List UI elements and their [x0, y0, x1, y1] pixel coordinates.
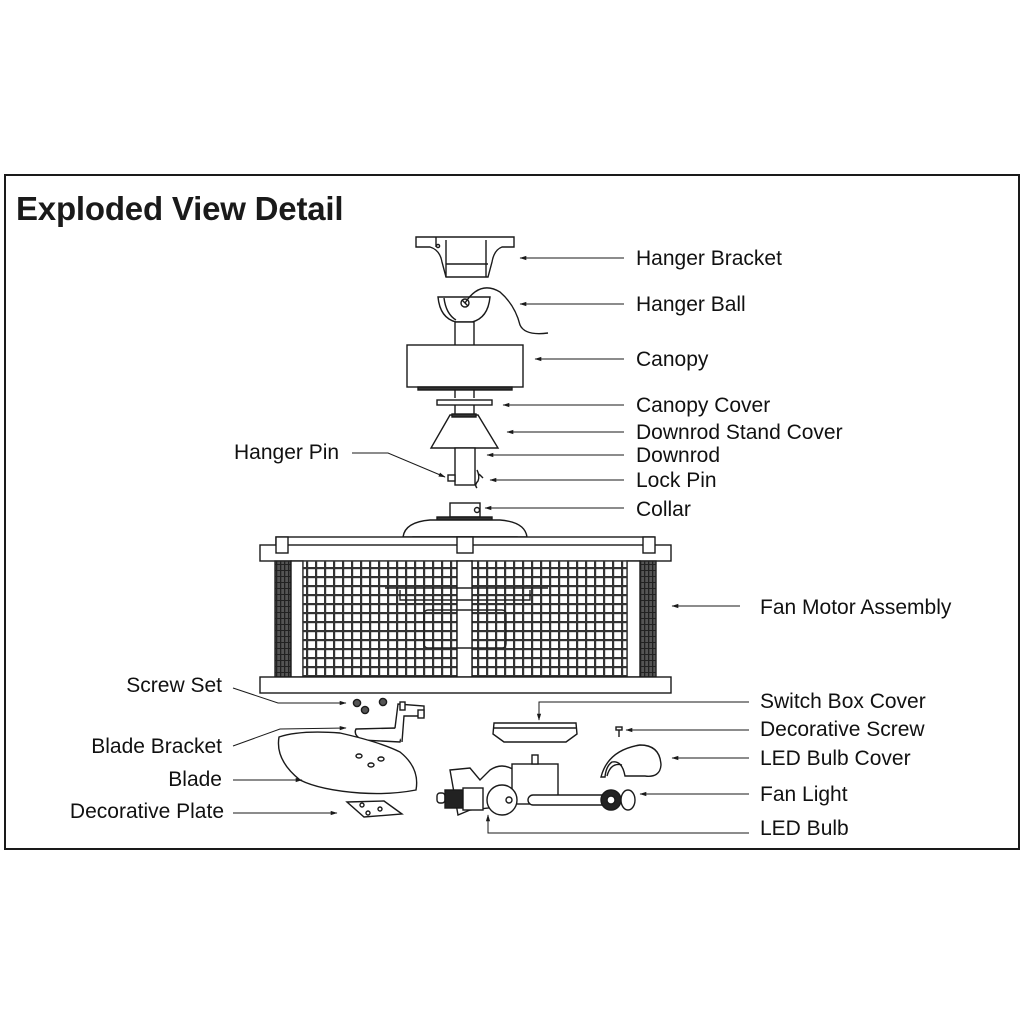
label-blade-bracket: Blade Bracket [91, 735, 222, 758]
label-canopy-cover: Canopy Cover [636, 394, 771, 417]
leader-led-bulb [485, 814, 749, 834]
diagram-title: Exploded View Detail [16, 190, 344, 227]
decorative-plate-part [345, 800, 404, 818]
label-downrod-stand-cover: Downrod Stand Cover [636, 421, 843, 444]
canopy-part [406, 344, 524, 398]
screw-set-part [352, 697, 388, 715]
hanger-ball-part [437, 287, 549, 347]
label-led-bulb: LED Bulb [760, 817, 849, 840]
label-canopy: Canopy [636, 348, 709, 371]
label-switch-box-cover: Switch Box Cover [760, 690, 926, 713]
label-fan-light: Fan Light [760, 783, 848, 806]
label-hanger-bracket: Hanger Bracket [636, 247, 782, 270]
label-lock-pin: Lock Pin [636, 469, 717, 492]
leader-blade-bracket [232, 725, 347, 747]
label-decorative-screw: Decorative Screw [760, 718, 925, 741]
decorative-screw-part [615, 726, 623, 737]
led-bulb-cover-part [600, 744, 662, 778]
label-led-bulb-cover: LED Bulb Cover [760, 747, 911, 770]
leader-screw-set [232, 687, 347, 706]
label-collar: Collar [636, 498, 691, 521]
leader-hanger-pin [352, 452, 446, 478]
label-hanger-pin: Hanger Pin [234, 441, 340, 464]
fan-light-part [436, 754, 636, 816]
label-fan-motor-assembly: Fan Motor Assembly [760, 596, 952, 619]
canopy-cover-part [436, 399, 493, 415]
label-downrod: Downrod [636, 444, 721, 467]
label-screw-set: Screw Set [126, 674, 222, 697]
switch-box-cover-part [492, 722, 578, 743]
fan-motor-assembly-part [259, 536, 672, 694]
downrod-stand-cover-part [429, 413, 500, 449]
downrod-part [447, 447, 484, 489]
label-blade: Blade [168, 768, 222, 791]
label-hanger-ball: Hanger Ball [636, 293, 746, 316]
hanger-bracket-part [415, 236, 515, 278]
label-decorative-plate: Decorative Plate [69, 800, 224, 823]
leader-switch-box-cover [536, 701, 749, 721]
